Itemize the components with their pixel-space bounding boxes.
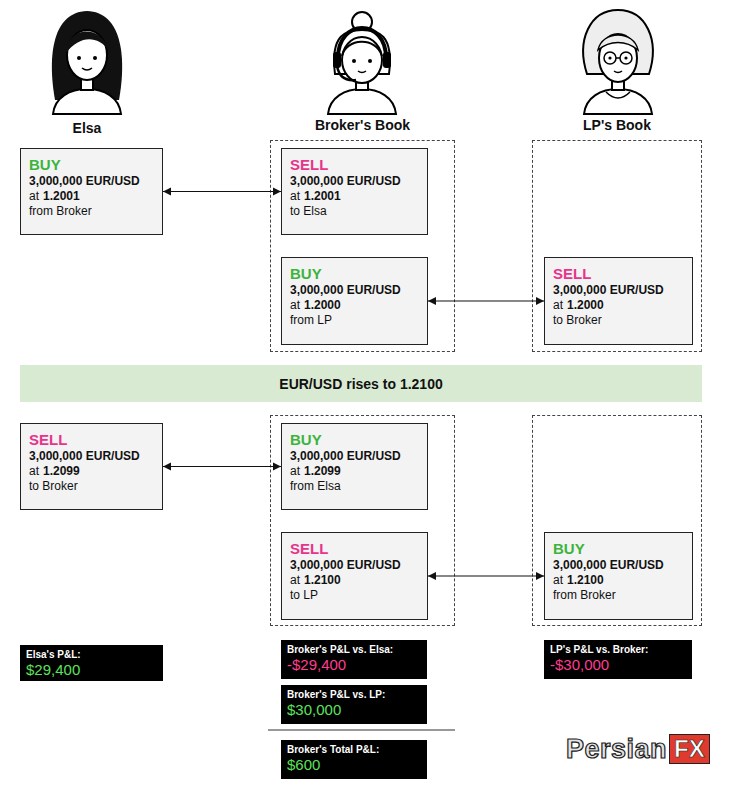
trade-counterparty: from Broker (29, 204, 154, 219)
pnl-box: Broker's P&L vs. Elsa:-$29,400 (281, 640, 427, 679)
pnl-value: -$29,400 (287, 656, 421, 674)
price-prefix: at (290, 573, 300, 587)
trade-counterparty: from Broker (553, 588, 684, 603)
trade-connector (163, 466, 281, 467)
pnl-box: Broker's Total P&L:$600 (281, 740, 427, 779)
trade-side: SELL (290, 155, 419, 174)
price-prefix: at (29, 464, 39, 478)
trade-side: BUY (29, 155, 154, 174)
trade-price: 1.2099 (43, 464, 80, 478)
trade-side: BUY (290, 430, 419, 449)
price-row: at 1.2100 (290, 573, 419, 588)
price-prefix: at (290, 189, 300, 203)
sum-rule (268, 730, 455, 731)
trade-box: BUY3,000,000 EUR/USDat 1.2099from Elsa (281, 423, 428, 510)
trade-box: SELL3,000,000 EUR/USDat 1.2099to Broker (20, 423, 163, 510)
trade-counterparty: to Broker (29, 479, 154, 494)
trade-quantity: 3,000,000 EUR/USD (290, 449, 419, 464)
price-row: at 1.2099 (29, 464, 154, 479)
trade-box: SELL3,000,000 EUR/USDat 1.2001to Elsa (281, 148, 428, 235)
trade-box: BUY3,000,000 EUR/USDat 1.2000from LP (281, 257, 428, 345)
pnl-label: Elsa's P&L: (26, 648, 157, 661)
trade-connector (163, 191, 281, 192)
person-lp (583, 10, 653, 114)
trade-counterparty: to Broker (553, 313, 684, 328)
trade-price: 1.2099 (304, 464, 341, 478)
book-container: Broker's BookSELL3,000,000 EUR/USDat1.20… (270, 140, 455, 352)
trade-side: BUY (290, 264, 419, 283)
trade-counterparty: from LP (290, 313, 419, 328)
trade-side: SELL (290, 539, 419, 558)
trade-side: BUY (553, 539, 684, 558)
book-heading: Broker's Book (251, 117, 474, 133)
person-elsa (52, 11, 122, 114)
trade-side: SELL (29, 430, 154, 449)
book-container: BUY3,000,000 EUR/USDat1.2099from ElsaSEL… (270, 415, 455, 626)
price-row: at 1.2099 (290, 464, 419, 479)
price-prefix: at (290, 464, 300, 478)
logo-word: Persian (566, 734, 667, 764)
trade-box: BUY3,000,000 EUR/USDat 1.2100from Broker (544, 532, 693, 620)
event-band: EUR/USD rises to 1.2100 (20, 365, 702, 402)
trade-quantity: 3,000,000 EUR/USD (29, 449, 154, 464)
trade-counterparty: to Elsa (290, 204, 419, 219)
trade-price: 1.2000 (567, 298, 604, 312)
trade-price: 1.2100 (567, 573, 604, 587)
trade-quantity: 3,000,000 EUR/USD (290, 174, 419, 189)
pnl-value: $30,000 (287, 701, 421, 719)
pnl-value: $29,400 (26, 661, 157, 679)
pnl-box: LP's P&L vs. Broker:-$30,000 (544, 640, 692, 679)
trade-quantity: 3,000,000 EUR/USD (553, 283, 684, 298)
trade-side: SELL (553, 264, 684, 283)
pnl-label: Broker's Total P&L: (287, 743, 421, 756)
pnl-label: LP's P&L vs. Broker: (550, 643, 686, 656)
book-container: LP's BookSELL3,000,000 EUR/USDat1.2000to… (532, 140, 702, 352)
person-broker (328, 12, 396, 114)
trade-connector (428, 300, 544, 301)
trade-price: 1.2001 (43, 189, 80, 203)
pnl-label: Broker's P&L vs. LP: (287, 688, 421, 701)
trade-box: SELL3,000,000 EUR/USDat 1.2100to LP (281, 532, 428, 620)
book-heading: LP's Book (513, 117, 721, 133)
pnl-box: Broker's P&L vs. LP:$30,000 (281, 685, 427, 724)
event-text: EUR/USD rises to 1.2100 (279, 376, 442, 392)
logo: PersianFX (566, 734, 710, 764)
price-prefix: at (553, 298, 563, 312)
price-prefix: at (29, 189, 39, 203)
pnl-label: Broker's P&L vs. Elsa: (287, 643, 421, 656)
book-container: BUY3,000,000 EUR/USDat 1.2100from Broker (532, 415, 702, 626)
trade-box: SELL3,000,000 EUR/USDat 1.2000to Broker (544, 257, 693, 345)
trade-counterparty: from Elsa (290, 479, 419, 494)
price-prefix: at (553, 573, 563, 587)
price-prefix: at (290, 298, 300, 312)
trade-box: BUY3,000,000 EUR/USDat 1.2001from Broker (20, 148, 163, 235)
logo-badge: FX (669, 734, 710, 764)
pnl-value: $600 (287, 756, 421, 774)
trade-price: 1.2000 (304, 298, 341, 312)
pnl-box: Elsa's P&L:$29,400 (20, 645, 163, 681)
trade-price: 1.2001 (304, 189, 341, 203)
price-row: at 1.2001 (290, 189, 419, 204)
person-name: Elsa (20, 120, 154, 136)
trade-quantity: 3,000,000 EUR/USD (553, 558, 684, 573)
trade-quantity: 3,000,000 EUR/USD (290, 558, 419, 573)
trade-counterparty: to LP (290, 588, 419, 603)
trade-price: 1.2100 (304, 573, 341, 587)
price-row: at 1.2000 (553, 298, 684, 313)
trade-connector (428, 575, 544, 576)
price-row: at 1.2100 (553, 573, 684, 588)
trade-quantity: 3,000,000 EUR/USD (290, 283, 419, 298)
trade-quantity: 3,000,000 EUR/USD (29, 174, 154, 189)
price-row: at 1.2000 (290, 298, 419, 313)
pnl-value: -$30,000 (550, 656, 686, 674)
price-row: at 1.2001 (29, 189, 154, 204)
